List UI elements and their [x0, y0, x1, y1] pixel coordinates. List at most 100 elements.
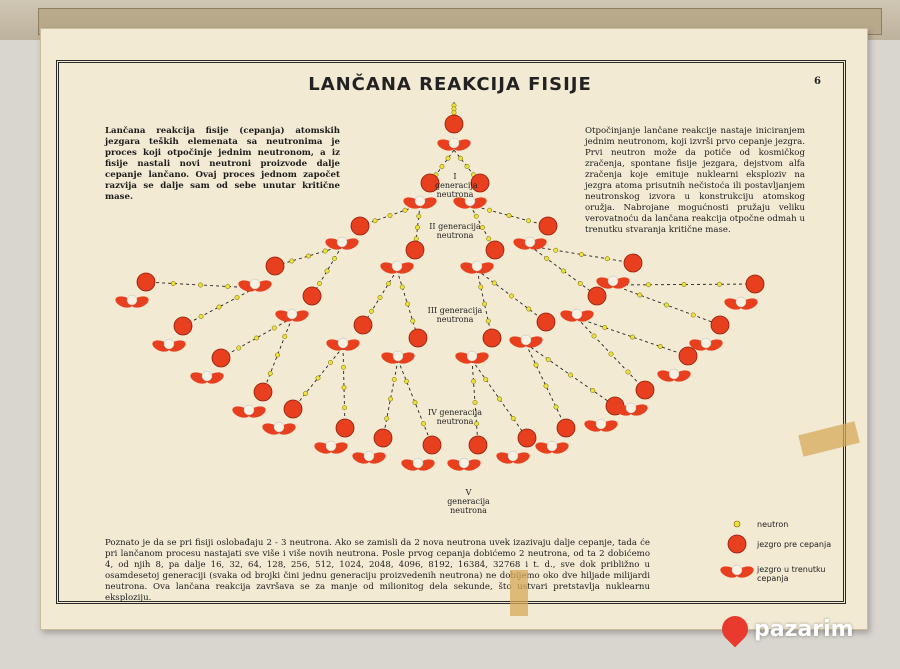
fission-flash — [325, 440, 337, 452]
legend-fission-icon — [720, 564, 754, 578]
fission-flash — [336, 236, 348, 248]
gen1-nucleus — [420, 173, 440, 193]
neutron-dot — [637, 292, 643, 298]
neutron-dot — [303, 391, 308, 396]
fission-flash — [700, 337, 712, 349]
gen2-fission — [513, 236, 547, 250]
neutron-dot — [526, 306, 532, 312]
neutron-dot — [472, 400, 478, 405]
gen2-path — [469, 204, 549, 227]
gen4-path — [342, 346, 346, 429]
neutron-dot — [533, 362, 539, 368]
gen4-nucleus — [710, 315, 730, 335]
gen2-nucleus — [485, 240, 505, 260]
gen3-nucleus — [623, 253, 643, 273]
neutron-dot — [553, 404, 559, 410]
neutron-dot — [341, 385, 347, 390]
neutron-dot — [482, 301, 487, 307]
gen3-nucleus — [536, 312, 556, 332]
neutron-dot — [664, 302, 669, 308]
gen4-nucleus — [635, 380, 655, 400]
neutron-dot — [386, 281, 391, 287]
fission-flash — [571, 308, 583, 320]
gen4-fission — [314, 440, 348, 454]
neutron-dot — [413, 236, 419, 242]
neutron-dot — [342, 405, 347, 411]
neutron-dot — [282, 334, 288, 339]
gen4-path — [471, 359, 528, 439]
gen4-nucleus — [283, 399, 303, 419]
neutron-dot — [486, 236, 492, 242]
neutron-paths — [145, 102, 756, 446]
fission-flash — [507, 450, 519, 462]
gen4-nucleus — [136, 272, 156, 292]
neutron-dot — [236, 345, 242, 351]
page-number: 6 — [814, 76, 821, 87]
legend-neutron-icon — [733, 520, 741, 528]
neutron-dot — [471, 378, 476, 384]
gen1-fission — [403, 195, 437, 209]
gen4-fission — [689, 337, 723, 351]
neutron-dot — [412, 400, 418, 405]
gen4-fission — [152, 338, 186, 352]
gen1-path — [453, 149, 481, 184]
tape-strip-bottom — [510, 570, 528, 616]
bottom-text: Poznato je da se pri fisiji oslobađaju 2… — [105, 538, 650, 603]
fission-flash — [273, 421, 285, 433]
neutron-dot — [487, 207, 492, 213]
gen4-nucleus — [173, 316, 193, 336]
neutron-dot — [404, 378, 409, 384]
legend-label-nucleus: jezgro pre cepanja — [757, 540, 832, 549]
neutron-dot — [332, 256, 337, 261]
gen3-nucleus — [353, 315, 373, 335]
gen4-path — [182, 287, 256, 327]
fission-flash — [471, 260, 483, 272]
gen4-nucleus — [678, 346, 698, 366]
neutron-dot — [225, 284, 231, 289]
gen4-fission — [496, 450, 530, 464]
gen3-nucleus — [265, 256, 285, 276]
neutron-dot — [497, 396, 502, 402]
neutron-dot — [306, 253, 311, 259]
gen4-path — [262, 317, 293, 393]
gen4-fission — [535, 440, 569, 454]
neutron-dot — [579, 252, 584, 257]
neutron-dot — [591, 333, 597, 339]
fission-flash — [414, 195, 426, 207]
gen4-nucleus — [468, 435, 488, 455]
neutron-dot — [410, 318, 416, 324]
gen4-fission — [262, 421, 296, 435]
fission-flash — [546, 440, 558, 452]
neutron-dot — [491, 280, 497, 286]
gen4-nucleus — [335, 418, 355, 438]
gen4-path — [292, 346, 344, 410]
fission-flash — [201, 370, 213, 382]
neutron-dot — [561, 268, 566, 274]
neutron-dot — [372, 218, 378, 224]
neutron-dot — [602, 325, 608, 330]
neutron-dot — [473, 213, 479, 219]
gen2-fission — [460, 260, 494, 274]
fission-flash — [163, 338, 175, 350]
neutron-dot — [608, 351, 614, 357]
neutron-dot — [391, 377, 397, 382]
gen4-fission — [232, 404, 266, 418]
fission-flash — [126, 294, 138, 306]
neutron-dot — [234, 295, 240, 300]
gen3-nucleus — [302, 286, 322, 306]
neutron-dot — [717, 281, 722, 287]
neutron-dot — [458, 155, 463, 161]
neutron-dot — [271, 325, 277, 331]
neutron-dot — [328, 360, 333, 365]
neutron-dot — [464, 164, 470, 169]
fission-flash — [412, 457, 424, 469]
gen3-nucleus — [482, 328, 502, 348]
neutron-dot — [317, 281, 322, 286]
neutron-dot — [553, 247, 559, 253]
fission-flash — [735, 296, 747, 308]
neutron-dot — [604, 256, 610, 262]
gen2-nucleus — [405, 240, 425, 260]
fission-flash — [625, 402, 637, 414]
generation-label-3: III generacija neutrona — [427, 306, 483, 324]
gen3-fission — [596, 275, 630, 289]
